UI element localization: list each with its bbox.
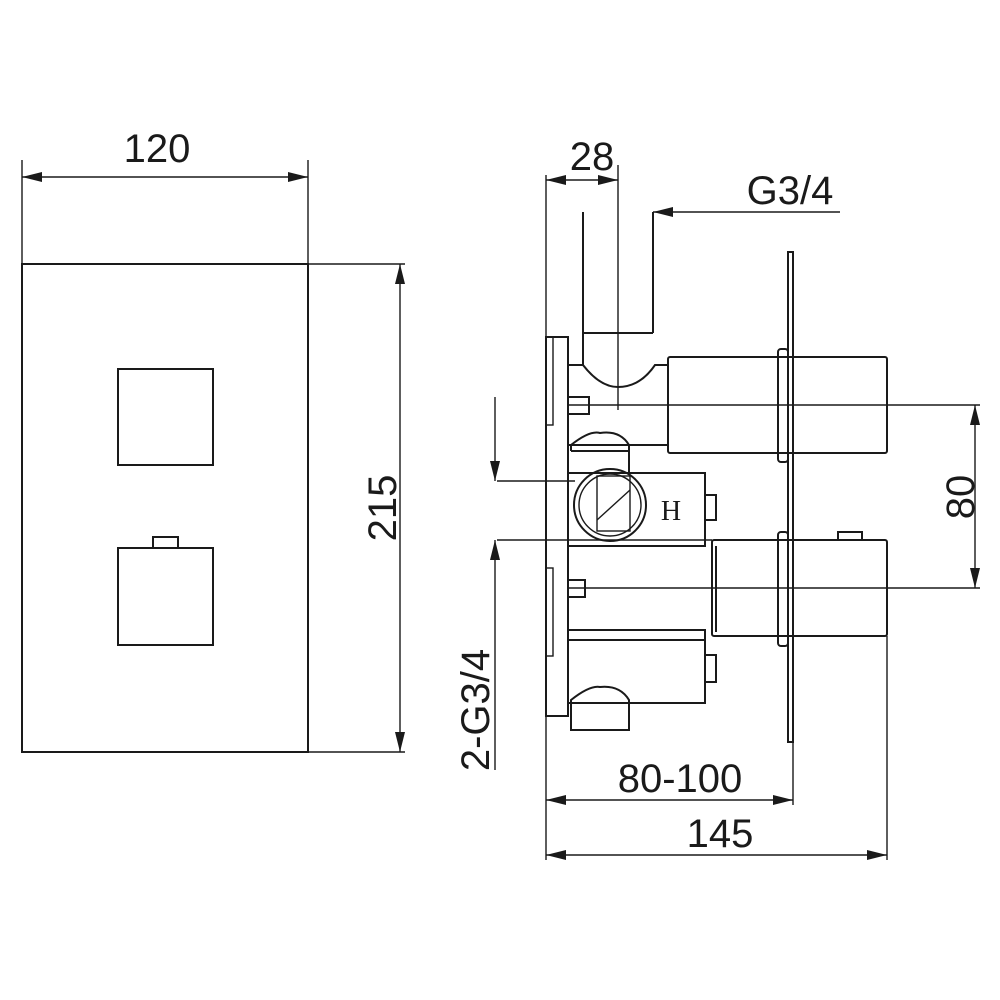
height-dimension-label: 215 <box>361 475 405 542</box>
mounting-bolt <box>567 579 586 598</box>
width-dimension-label: 120 <box>124 127 191 171</box>
temperature-control-knob <box>117 547 214 646</box>
mounting-bracket <box>545 567 554 657</box>
knob-indicator-tab <box>152 536 179 549</box>
side-cover-plate <box>787 251 794 743</box>
lower-flange <box>777 531 789 647</box>
inlet-filter-square <box>596 475 631 532</box>
total-depth-label: 145 <box>687 812 754 856</box>
inlet-spacing-label: 80 <box>939 475 983 520</box>
outlet-elbow <box>582 333 668 389</box>
flow-control-knob <box>117 368 214 466</box>
hot-inlet-port <box>573 468 647 542</box>
side-view: H 28 G3/4 80 2-G3/4 80-100 <box>454 135 983 860</box>
outlet-offset-label: 28 <box>570 135 615 179</box>
outlet-thread-label: G3/4 <box>747 169 834 213</box>
mounting-plate <box>545 336 569 717</box>
inlet-thread-label: 2-G3/4 <box>454 649 498 771</box>
wall-depth-label: 80-100 <box>618 757 743 801</box>
check-valve-bolt <box>704 494 717 521</box>
hot-marker: H <box>661 496 681 527</box>
check-valve-bolt <box>704 654 717 683</box>
mounting-bracket <box>545 336 554 426</box>
lower-cartridge-housing <box>711 539 888 637</box>
cover-plate <box>21 263 309 753</box>
cold-inlet-elbow <box>570 685 630 731</box>
front-view: 120 215 <box>21 127 405 753</box>
inlet-dome <box>570 431 630 473</box>
indicator-tab <box>837 531 863 541</box>
